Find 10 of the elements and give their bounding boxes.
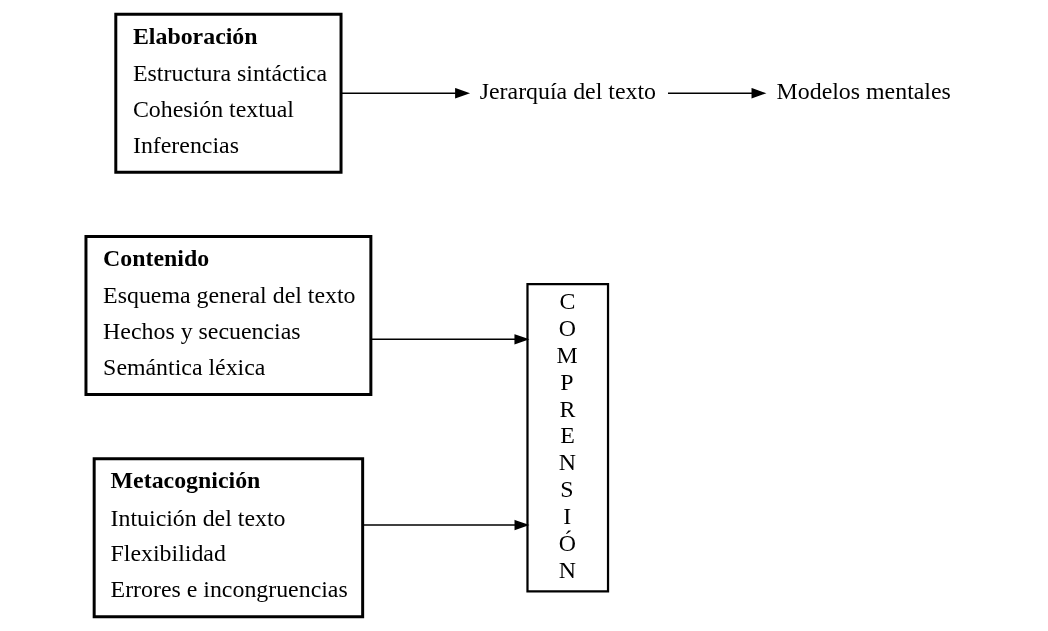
- node-text: Modelos mentales: [776, 77, 951, 104]
- arrow: [666, 88, 766, 99]
- node-box: Contenido Esquema general del texto Hechos y secuencias Semántica léxica: [84, 234, 372, 397]
- arrow: [370, 334, 529, 345]
- node-text: Jerarquía del texto: [479, 77, 656, 104]
- arrow: [340, 88, 470, 99]
- node-box: Metacognición Intuición del texto Flexibilidad Errores e incongruencias: [92, 457, 364, 619]
- node-box: Elaboración Estructura sintáctica Cohesión textual Inferencias: [113, 12, 342, 174]
- node-box: COMPRENSIÓN: [525, 283, 609, 593]
- arrow: [361, 519, 529, 531]
